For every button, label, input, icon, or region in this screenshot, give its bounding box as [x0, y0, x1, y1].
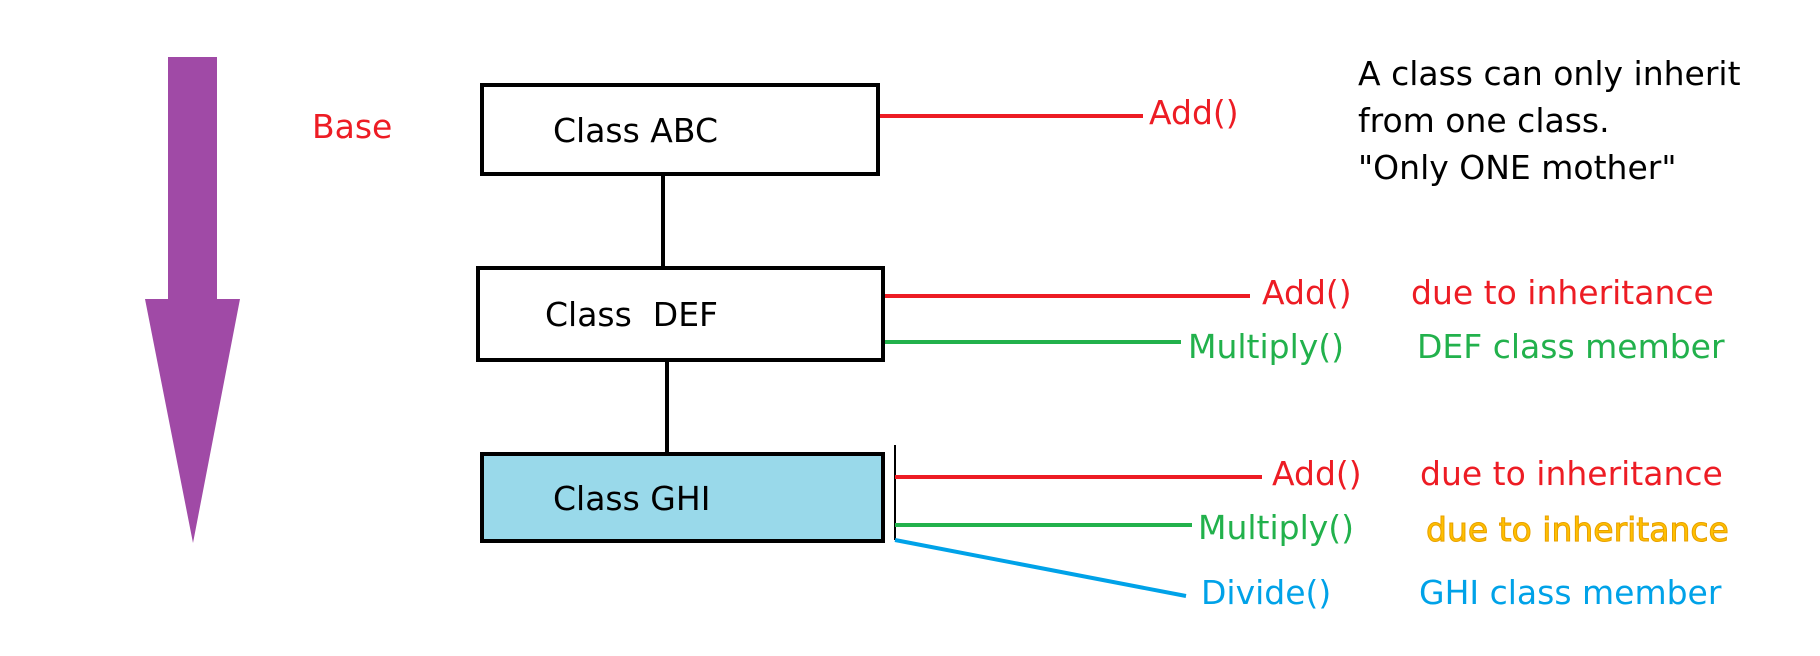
abc-method-add: Add()	[1149, 93, 1239, 132]
class-box-abc: Class ABC	[480, 83, 880, 176]
note-line-3: "Only ONE mother"	[1358, 148, 1677, 187]
class-box-ghi: Class GHI	[480, 452, 885, 543]
ghi-method-divide: Divide()	[1201, 573, 1332, 612]
class-label-ghi: Class GHI	[553, 479, 711, 518]
ghi-divide-line	[894, 538, 1187, 598]
def-note-add: due to inheritance	[1411, 273, 1714, 312]
inheritance-direction-arrow	[145, 57, 240, 543]
def-method-add: Add()	[1262, 273, 1352, 312]
ghi-note-divide: GHI class member	[1419, 573, 1722, 612]
base-label: Base	[312, 107, 393, 146]
def-method-multiply: Multiply()	[1188, 327, 1345, 366]
class-label-abc: Class ABC	[553, 111, 718, 150]
inheritance-note: A class can only inherit from one class.…	[1358, 50, 1741, 191]
class-box-def: Class DEF	[476, 266, 885, 362]
note-line-2: from one class.	[1358, 101, 1610, 140]
note-line-1: A class can only inherit	[1358, 54, 1741, 93]
def-note-multiply: DEF class member	[1417, 327, 1725, 366]
ghi-note-multiply: due to inheritance	[1426, 510, 1730, 549]
ghi-method-multiply: Multiply()	[1198, 508, 1355, 547]
class-label-def: Class DEF	[545, 295, 719, 334]
ghi-note-add: due to inheritance	[1420, 454, 1723, 493]
ghi-method-add: Add()	[1272, 454, 1362, 493]
